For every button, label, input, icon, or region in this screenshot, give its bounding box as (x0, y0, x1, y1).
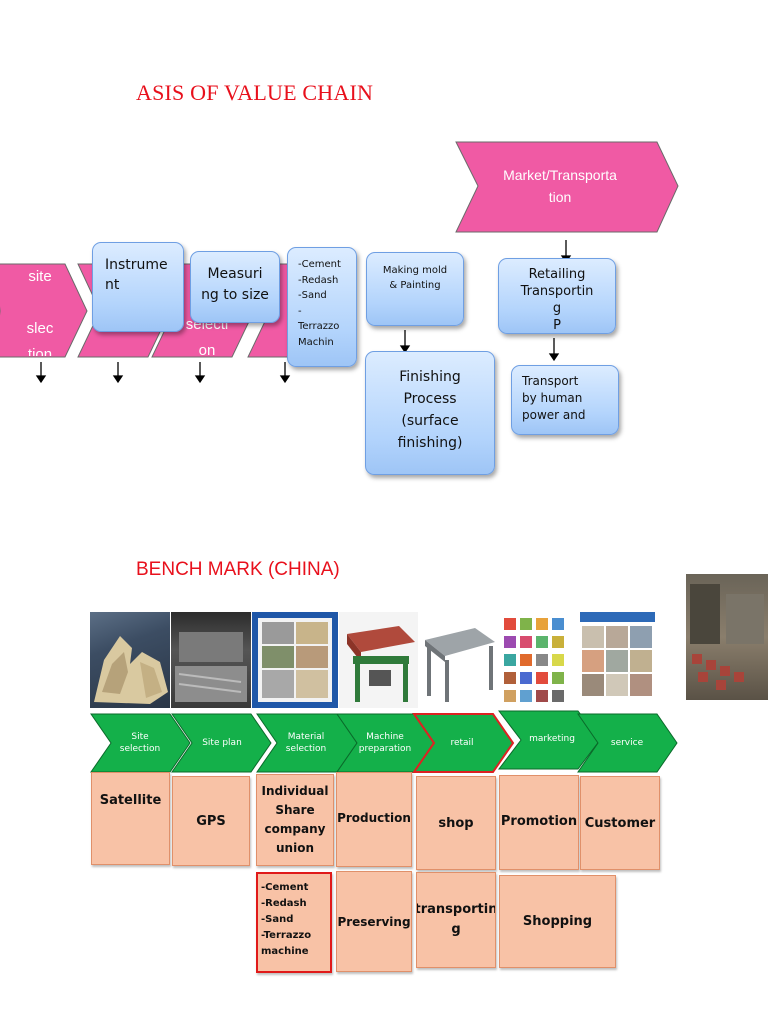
finishing-box: Finishing Process (surface finishing) (365, 351, 495, 475)
preserving-box: Preserving (336, 871, 412, 972)
chevron-service-label: service (610, 738, 644, 748)
pink-chevron-1-label: site slec tion (26, 268, 54, 356)
instrument-label: Instrume nt (105, 257, 168, 293)
retailing-label: Retailing Transportin g P (520, 267, 594, 333)
material-selection-photo (252, 612, 338, 708)
market-chevron (455, 141, 679, 233)
satellite-photo (90, 612, 170, 708)
preserving-label: Preserving (337, 914, 411, 929)
transport-box: Transport by human power and (511, 365, 619, 435)
production-label: Production (337, 811, 411, 825)
gps-box: GPS (172, 776, 250, 866)
transporting-label: transportin g (416, 902, 496, 937)
chevron-retail-label: retail (450, 738, 474, 748)
market-chevron-label: Market/Transporta tion (503, 167, 617, 205)
chevron-site-selection-label: Site selection (119, 732, 161, 754)
pink-chevron-1 (0, 263, 88, 358)
production-box: Production (336, 772, 412, 867)
satellite-box: Satellite (91, 772, 170, 865)
service-photo (580, 612, 655, 708)
machine-photo (339, 612, 418, 708)
materials-box: -Cement -Redash -Sand - Terrazzo Machin (287, 247, 357, 367)
chevron-machine-preparation-label: Machine preparation (358, 732, 412, 754)
chevron-marketing-label: marketing (529, 734, 575, 744)
customer-box: Customer (580, 776, 660, 870)
customer-label: Customer (584, 815, 656, 831)
satellite-label: Satellite (99, 793, 162, 808)
transport-label: Transport by human power and (522, 374, 586, 422)
chevron-material-selection-label: Material selection (285, 732, 327, 754)
chevron-site-plan-label: Site plan (202, 738, 242, 748)
shopping-box: Shopping (499, 875, 616, 968)
measuring-box: Measuri ng to size (190, 251, 280, 323)
individual-share-box: Individual Share company union (256, 774, 334, 866)
retail-photo (419, 612, 499, 708)
shop-box: shop (416, 776, 496, 870)
measuring-label: Measuri ng to size (201, 266, 269, 303)
transporting-box: transportin g (416, 872, 496, 968)
shop-label: shop (438, 815, 474, 831)
materials-list-label: -Cement -Redash -Sand -Terrazzo machine (261, 882, 312, 957)
materials-list-box: -Cement -Redash -Sand -Terrazzo machine (256, 872, 332, 973)
page-title: ASIS OF VALUE CHAIN (136, 80, 374, 105)
making-mold-label: Making mold & Painting (382, 265, 448, 291)
materials-label: -Cement -Redash -Sand - Terrazzo Machin (298, 259, 341, 348)
promotion-box: Promotion (499, 775, 579, 870)
shopping-label: Shopping (522, 914, 593, 929)
factory-photo (686, 574, 768, 700)
promotion-label: Promotion (500, 814, 578, 829)
site-plan-photo (171, 612, 251, 708)
retailing-box: Retailing Transportin g P (498, 258, 616, 334)
gps-label: GPS (196, 813, 226, 829)
benchmark-title: BENCH MARK (CHINA) (136, 559, 340, 580)
marketing-photo (500, 612, 578, 708)
instrument-box: Instrume nt (92, 242, 184, 332)
individual-share-label: Individual Share company union (261, 784, 329, 855)
finishing-label: Finishing Process (surface finishing) (397, 369, 463, 451)
making-mold-box: Making mold & Painting (366, 252, 464, 326)
